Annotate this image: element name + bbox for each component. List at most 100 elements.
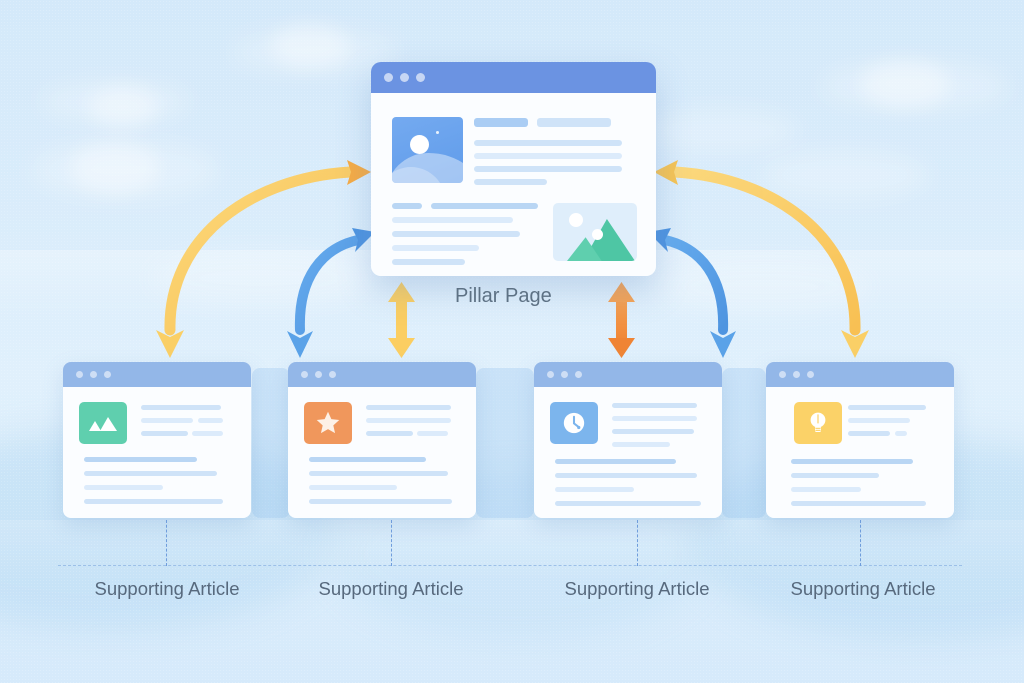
cloud-4 [70, 142, 160, 194]
card-ghost [252, 368, 290, 518]
star-icon [304, 402, 352, 444]
card-titlebar [766, 362, 954, 387]
content-line [366, 405, 451, 410]
window-dot [90, 371, 97, 378]
content-line [612, 403, 697, 408]
window-dot [807, 371, 814, 378]
content-line [555, 473, 697, 478]
content-line [474, 179, 547, 185]
content-line [474, 153, 622, 159]
card-titlebar [534, 362, 722, 387]
connector-stub-3 [637, 520, 638, 566]
content-line [84, 485, 163, 490]
image-placeholder-icon [392, 117, 463, 183]
content-line [848, 431, 890, 436]
card-body [766, 387, 954, 518]
content-line [84, 471, 217, 476]
supporting-article-label-3: Supporting Article [564, 578, 710, 599]
window-dot [384, 73, 393, 82]
window-dot [561, 371, 568, 378]
content-line [309, 485, 397, 490]
supporting-article-card-2[interactable] [288, 362, 476, 518]
content-line [791, 473, 879, 478]
content-line [392, 203, 422, 209]
content-line [192, 431, 223, 436]
content-line [555, 459, 676, 464]
content-tag [474, 118, 528, 127]
card-body [534, 387, 722, 518]
window-dot [329, 371, 336, 378]
window-dot [76, 371, 83, 378]
window-dot [315, 371, 322, 378]
baseline-dashed-rule [58, 565, 962, 566]
clock-icon [550, 402, 598, 444]
supporting-article-label-4: Supporting Article [790, 578, 936, 599]
pillar-titlebar [371, 62, 656, 93]
content-line [84, 457, 197, 462]
content-line [366, 431, 413, 436]
content-line [612, 429, 694, 434]
supporting-article-label-1: Supporting Article [94, 578, 240, 599]
cloud-10 [640, 110, 800, 152]
content-line [791, 501, 926, 506]
content-line [366, 418, 451, 423]
cloud-5 [820, 60, 1010, 112]
window-dot [104, 371, 111, 378]
cloud-6 [860, 60, 950, 108]
content-line [848, 405, 926, 410]
content-line [309, 499, 452, 504]
content-line [392, 259, 465, 265]
content-line [791, 459, 913, 464]
supporting-article-label-2: Supporting Article [318, 578, 464, 599]
content-line [141, 431, 188, 436]
content-line [392, 245, 479, 251]
pillar-body [371, 93, 656, 276]
card-ghost [476, 368, 534, 518]
window-dot [547, 371, 554, 378]
content-line [198, 418, 223, 423]
content-line [84, 499, 223, 504]
content-line [309, 471, 448, 476]
cloud-1 [40, 80, 190, 124]
card-body [288, 387, 476, 518]
content-line [392, 217, 513, 223]
content-line [141, 418, 193, 423]
content-line [848, 418, 910, 423]
content-line [474, 140, 622, 146]
mountain-photo-icon [553, 203, 637, 261]
window-dot [416, 73, 425, 82]
supporting-article-card-1[interactable] [63, 362, 251, 518]
connector-stub-1 [166, 520, 167, 566]
window-dot [793, 371, 800, 378]
content-line [141, 405, 221, 410]
content-line [431, 203, 538, 209]
content-line [474, 166, 622, 172]
content-tag [537, 118, 611, 127]
connector-stub-2 [391, 520, 392, 566]
pillar-page-label: Pillar Page [455, 285, 552, 307]
mountain-image-icon [79, 402, 127, 444]
lightbulb-icon [794, 402, 842, 444]
connector-stub-4 [860, 520, 861, 566]
cloud-2 [88, 86, 158, 128]
content-line [417, 431, 448, 436]
window-dot [400, 73, 409, 82]
content-line [555, 487, 634, 492]
content-line [612, 416, 697, 421]
pillar-page-card[interactable] [371, 62, 656, 276]
sky-band-lower [0, 520, 1024, 580]
card-titlebar [63, 362, 251, 387]
content-line [555, 501, 701, 506]
content-line [895, 431, 907, 436]
card-titlebar [288, 362, 476, 387]
card-body [63, 387, 251, 518]
cloud-9 [270, 24, 350, 68]
content-line [392, 231, 520, 237]
content-line [309, 457, 426, 462]
window-dot [301, 371, 308, 378]
supporting-article-card-3[interactable] [534, 362, 722, 518]
content-line [791, 487, 861, 492]
window-dot [575, 371, 582, 378]
supporting-article-card-4[interactable] [766, 362, 954, 518]
